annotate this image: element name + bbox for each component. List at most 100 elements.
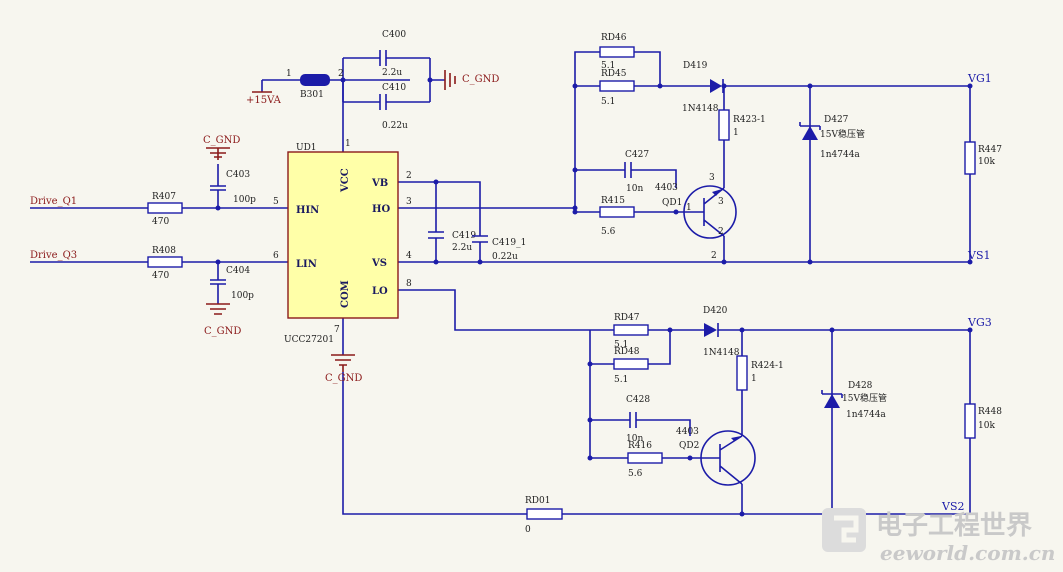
ic-pin-vcc: VCC [340, 168, 351, 193]
pin-number: 2 [711, 251, 717, 261]
c419-value: 2.2u [452, 243, 472, 253]
net-label-gnd: C_GND [204, 326, 241, 337]
capacitor-c419-1[interactable] [472, 235, 488, 243]
net-label-gnd: C_GND [325, 373, 362, 384]
capacitor-c428[interactable] [629, 412, 637, 428]
ic-part: UCC27201 [284, 335, 334, 345]
ic-pin-lin: LIN [296, 259, 317, 270]
ic-pin-hin: HIN [296, 205, 319, 216]
net-label-vg3: VG3 [967, 316, 992, 329]
diode-d419[interactable] [710, 79, 724, 93]
qd2-part: 4403 [676, 427, 699, 437]
transistor-qd1[interactable] [683, 185, 737, 239]
c419-ref: C419 [452, 231, 476, 241]
diode-d420[interactable] [704, 323, 719, 337]
net-label-gnd: C_GND [462, 74, 499, 85]
ground-symbol [444, 70, 456, 90]
pin-number: 8 [406, 279, 412, 289]
resistor-r424[interactable] [736, 355, 748, 391]
d427-value: 15V稳压管 [820, 128, 865, 140]
net-labels: Drive_Q1 Drive_Q3 VG1 VS1 VG3 VS2 +15VA … [30, 72, 992, 513]
net-label-drive-q3: Drive_Q3 [30, 250, 77, 261]
r448-ref: R448 [978, 407, 1002, 417]
pin-number: 2 [406, 171, 412, 181]
resistor-rd46[interactable] [599, 46, 635, 58]
ic-pin-lo: LO [372, 286, 388, 297]
resistor-r408[interactable] [147, 256, 183, 268]
pin-number: 1 [286, 69, 292, 79]
ic-ref: UD1 [296, 143, 317, 153]
rd45-ref: RD45 [601, 69, 627, 79]
qd2-ref: QD2 [679, 441, 699, 451]
r416-ref: R416 [628, 441, 652, 451]
resistor-rd48[interactable] [613, 358, 649, 370]
resistor-rd45[interactable] [599, 80, 635, 92]
net-label-vs2: VS2 [941, 500, 964, 513]
ground-symbol [206, 303, 230, 315]
capacitor-c400[interactable] [379, 50, 387, 66]
d420-value: 1N4148 [703, 348, 740, 358]
ferrite-bead[interactable] [300, 74, 330, 86]
d428-ref: D428 [848, 381, 873, 391]
pin-number: 7 [334, 325, 340, 335]
d428-part: 1n4744a [846, 410, 886, 420]
qd1-part: 4403 [655, 183, 678, 193]
c427-value: 10n [626, 184, 643, 194]
pin-number: 5 [273, 197, 279, 207]
c403-value: 100p [233, 195, 256, 205]
gate-driver-ic[interactable]: HIN LIN VB HO VS LO VCC COM [287, 151, 399, 319]
watermark-site: eeworld.com.cn [880, 541, 1055, 565]
d419-ref: D419 [683, 61, 708, 71]
r415-value: 5.6 [601, 227, 616, 237]
watermark-brand: 电子工程世界 [876, 511, 1032, 541]
resistor-r448[interactable] [964, 403, 976, 439]
resistor-r416[interactable] [627, 452, 663, 464]
r447-value: 10k [978, 157, 995, 167]
pin-number: 1 [686, 203, 692, 213]
r423-value: 1 [733, 128, 739, 138]
net-label-vs1: VS1 [967, 249, 990, 262]
capacitor-c403[interactable] [210, 185, 226, 191]
pin-number: 4 [406, 251, 412, 261]
resistor-r407[interactable] [147, 202, 183, 214]
qd1-ref: QD1 [662, 198, 682, 208]
r408-ref: R408 [152, 246, 176, 256]
d427-part: 1n4744a [820, 150, 860, 160]
resistor-r415[interactable] [599, 206, 635, 218]
pin-number: 2 [718, 227, 724, 237]
ground-symbol [331, 354, 355, 372]
r424-value: 1 [751, 374, 757, 384]
ground-symbol [206, 147, 230, 160]
zener-diode-d427[interactable] [799, 122, 821, 140]
junctions [215, 77, 973, 517]
resistor-r447[interactable] [964, 141, 976, 175]
capacitor-c419[interactable] [428, 231, 444, 239]
pin-number: 3 [406, 197, 412, 207]
capacitor-c427[interactable] [624, 162, 632, 178]
transistor-qd2[interactable] [700, 430, 756, 486]
rd46-value: 5.1 [601, 61, 615, 71]
rd01-ref: RD01 [525, 496, 550, 506]
capacitor-c404[interactable] [210, 279, 226, 285]
ic-pin-vb: VB [371, 178, 388, 189]
resistor-rd47[interactable] [613, 324, 649, 336]
capacitor-c410[interactable] [379, 94, 387, 110]
c419-1-ref: C419_1 [492, 238, 526, 248]
net-label-gnd: C_GND [203, 135, 240, 146]
r407-ref: R407 [152, 192, 176, 202]
r416-value: 5.6 [628, 469, 643, 479]
c403-ref: C403 [226, 170, 250, 180]
c410-ref: C410 [382, 83, 406, 93]
pin-number: 1 [345, 139, 351, 149]
ic-pin-ho: HO [372, 204, 390, 215]
ic-pin-com: COM [340, 280, 351, 308]
resistor-rd01[interactable] [526, 508, 563, 520]
watermark-logo [822, 508, 866, 552]
resistor-r423[interactable] [718, 109, 730, 141]
r424-ref: R424-1 [751, 361, 784, 371]
c400-value: 2.2u [382, 68, 402, 78]
d427-ref: D427 [824, 115, 849, 125]
zener-diode-d428[interactable] [821, 390, 843, 408]
rd46-ref: RD46 [601, 33, 627, 43]
